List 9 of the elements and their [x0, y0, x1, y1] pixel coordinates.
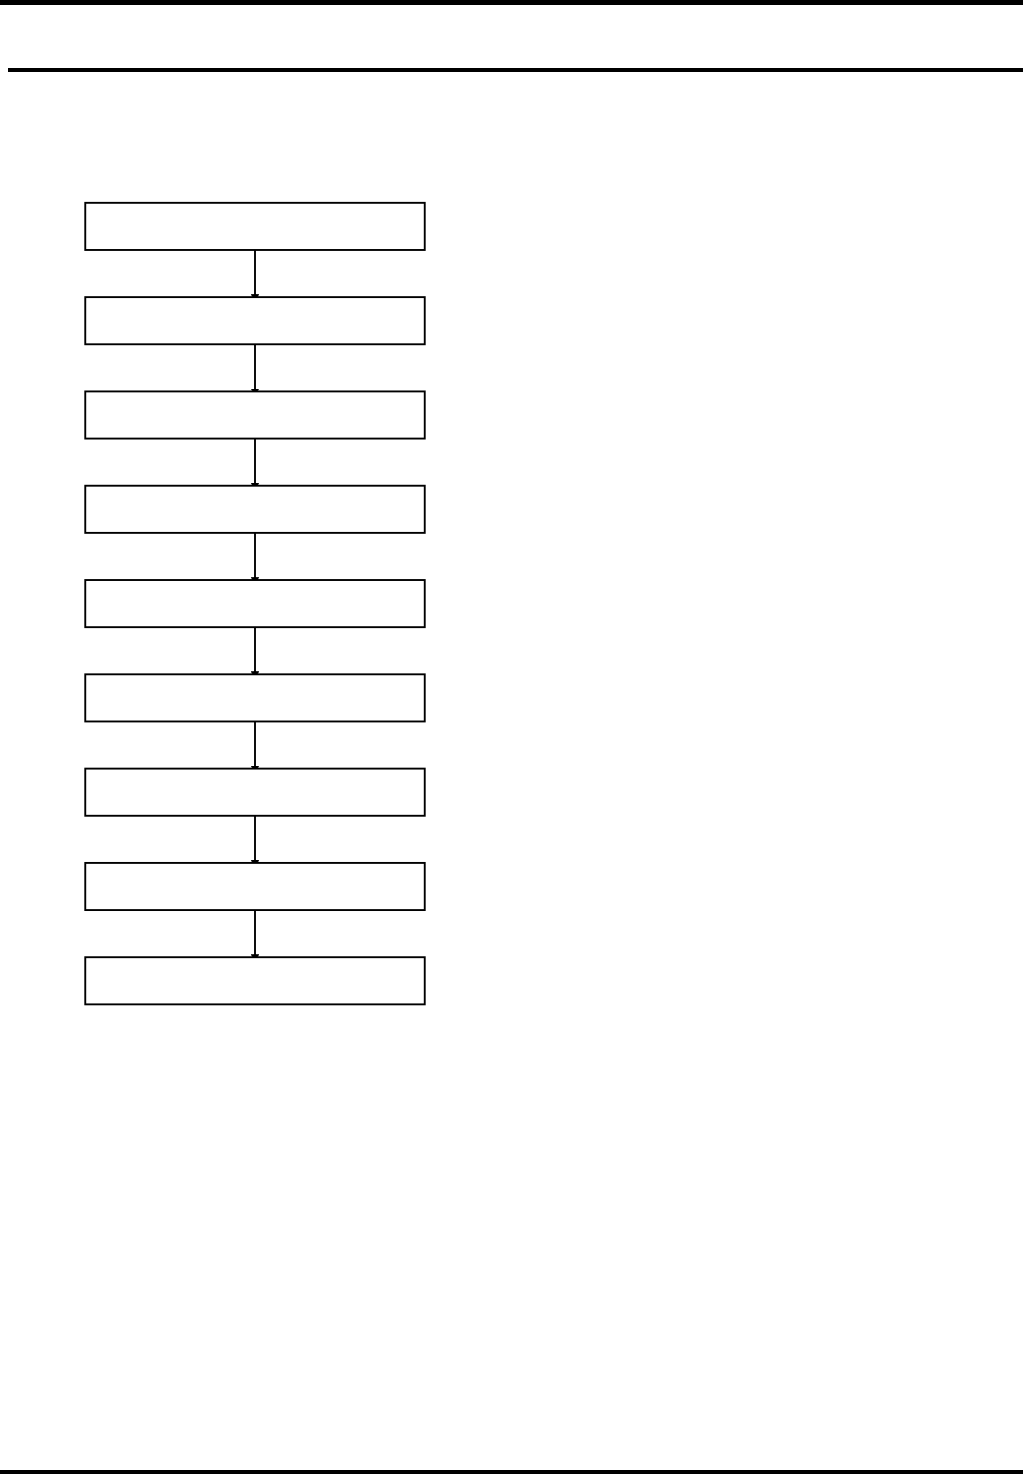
node-box: [84, 673, 426, 723]
node-box: [84, 861, 426, 911]
node-box: [84, 484, 426, 534]
node-box: [84, 767, 426, 817]
node-box: [84, 579, 426, 629]
node-box: [84, 956, 426, 1006]
node-box: [84, 296, 426, 346]
node-box: [84, 390, 426, 440]
node-box: [84, 201, 426, 251]
